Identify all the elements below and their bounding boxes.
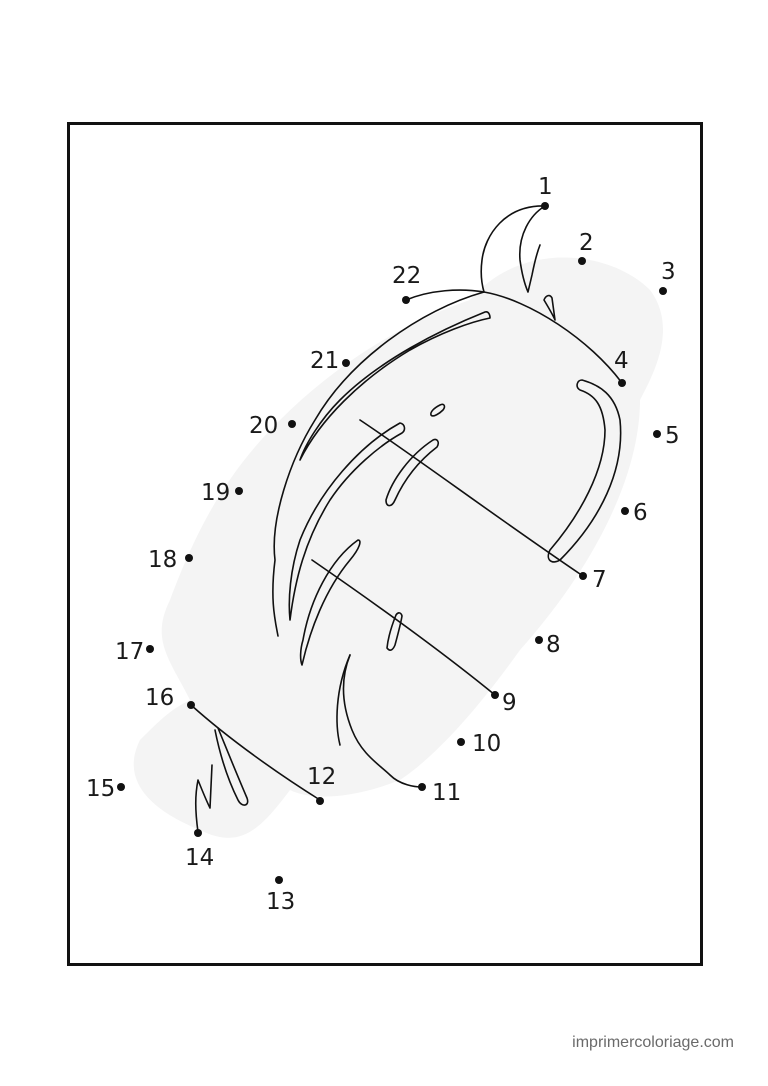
- dot-label-3: 3: [661, 259, 676, 285]
- dot-22: [402, 296, 410, 304]
- dot-14: [194, 829, 202, 837]
- dot-label-7: 7: [592, 567, 607, 593]
- bottom-twist-fold: [214, 727, 249, 806]
- dot-label-1: 1: [538, 174, 553, 200]
- dot-1: [541, 202, 549, 210]
- dot-7: [579, 572, 587, 580]
- highlight-stroke-1: [299, 311, 491, 461]
- dot-11: [418, 783, 426, 791]
- body-right-edge: [547, 379, 622, 563]
- dot-5: [653, 430, 661, 438]
- dot-label-4: 4: [614, 348, 629, 374]
- dot-points: 1 2 3 4 5 6 7 8 9 10 11 12 13 14 15 16 1…: [86, 174, 680, 915]
- dot-9: [491, 691, 499, 699]
- dot-label-22: 22: [392, 263, 421, 289]
- dot-label-6: 6: [633, 500, 648, 526]
- dot-label-10: 10: [472, 731, 501, 757]
- candy-shading: [133, 257, 663, 838]
- dot-label-17: 17: [115, 639, 144, 665]
- dot-label-5: 5: [665, 423, 680, 449]
- highlight-dash-1: [385, 438, 440, 507]
- bottom-sweep-inner: [336, 654, 351, 746]
- dot-13: [275, 876, 283, 884]
- body-top-edge: [405, 289, 623, 384]
- dot-label-13: 13: [266, 889, 295, 915]
- dot-15: [117, 783, 125, 791]
- band-dash: [386, 612, 403, 651]
- dot-label-15: 15: [86, 776, 115, 802]
- dot-label-18: 18: [148, 547, 177, 573]
- dot-3: [659, 287, 667, 295]
- bottom-twist-edge: [190, 704, 321, 801]
- dot-label-19: 19: [201, 480, 230, 506]
- dot-21: [342, 359, 350, 367]
- worksheet-frame: [67, 122, 703, 966]
- dot-10: [457, 738, 465, 746]
- dot-12: [316, 797, 324, 805]
- highlight-stroke-2: [288, 422, 406, 621]
- site-credit: imprimercoloriage.com: [572, 1034, 734, 1051]
- highlight-stroke-3: [299, 539, 361, 666]
- dot-label-2: 2: [579, 230, 594, 256]
- dot-label-20: 20: [249, 413, 278, 439]
- top-twist-outline: [480, 205, 546, 293]
- bottom-sweep: [342, 654, 423, 788]
- dot-18: [185, 554, 193, 562]
- body-band-line: [359, 419, 584, 577]
- dot-17: [146, 645, 154, 653]
- dot-label-8: 8: [546, 632, 561, 658]
- dot-label-14: 14: [185, 845, 214, 871]
- bottom-twist-fold-2: [194, 764, 213, 833]
- top-twist-fold-2: [543, 294, 556, 321]
- top-twist-fold: [519, 205, 546, 293]
- dot-label-21: 21: [310, 348, 339, 374]
- dot-6: [621, 507, 629, 515]
- body-lower-band-line: [311, 559, 496, 696]
- dot-label-11: 11: [432, 780, 461, 806]
- dot-20: [288, 420, 296, 428]
- dot-label-12: 12: [307, 764, 336, 790]
- dot-2: [578, 257, 586, 265]
- highlight-dash-2: [430, 403, 446, 417]
- dot-19: [235, 487, 243, 495]
- dot-4: [618, 379, 626, 387]
- dot-label-9: 9: [502, 690, 517, 716]
- dot-label-16: 16: [145, 685, 174, 711]
- body-left-edge: [272, 291, 485, 637]
- dot-16: [187, 701, 195, 709]
- dot-8: [535, 636, 543, 644]
